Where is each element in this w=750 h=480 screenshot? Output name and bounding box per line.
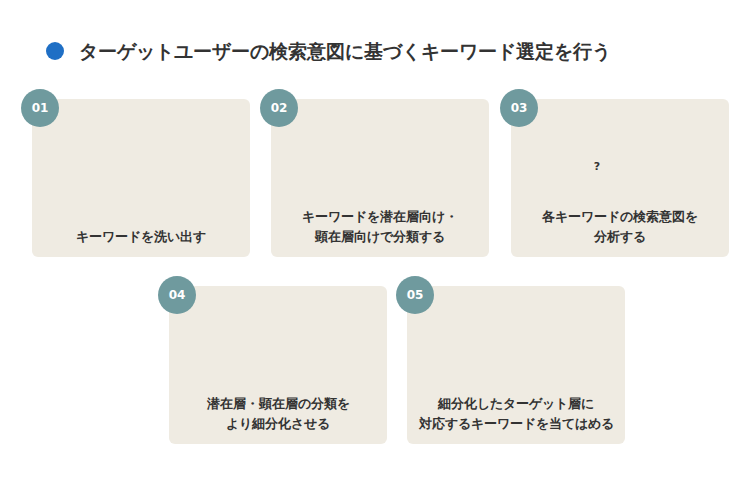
step-card: キーワードを洗い出す 01 <box>32 99 250 257</box>
callout-number: 05 <box>407 288 424 302</box>
title-bullet <box>46 42 64 60</box>
step-number-circle: 05 <box>396 276 434 314</box>
step-card: 各キーワードの検索意図を 分析する 03 <box>511 99 729 257</box>
callout-number: 01 <box>32 101 49 115</box>
callout-number: 02 <box>271 101 288 115</box>
step-number-circle: 03 <box>500 89 538 127</box>
step-card: 潜在層・顕在層の分類を より細分化させる 04 <box>169 286 387 444</box>
step-card: 細分化したターゲット層に 対応するキーワードを当てはめる 05 <box>407 286 625 444</box>
callout-number: 04 <box>169 288 186 302</box>
step-caption: 細分化したターゲット層に 対応するキーワードを当てはめる <box>415 394 617 434</box>
callout-number: 03 <box>511 101 528 115</box>
step-caption: キーワードを潜在層向け・ 顕在層向けで分類する <box>279 207 481 247</box>
step-caption: 潜在層・顕在層の分類を より細分化させる <box>177 394 379 434</box>
step-card: キーワードを潜在層向け・ 顕在層向けで分類する 02 <box>271 99 489 257</box>
step-caption: キーワードを洗い出す <box>40 227 242 247</box>
step-number-circle: 01 <box>21 89 59 127</box>
diagram-title: ターゲットユーザーの検索意図に基づくキーワード選定を行う <box>79 38 611 64</box>
step-number-circle: 04 <box>158 276 196 314</box>
step-number-circle: 02 <box>260 89 298 127</box>
step-caption: 各キーワードの検索意図を 分析する <box>519 207 721 247</box>
question-mark: ? <box>589 160 605 174</box>
